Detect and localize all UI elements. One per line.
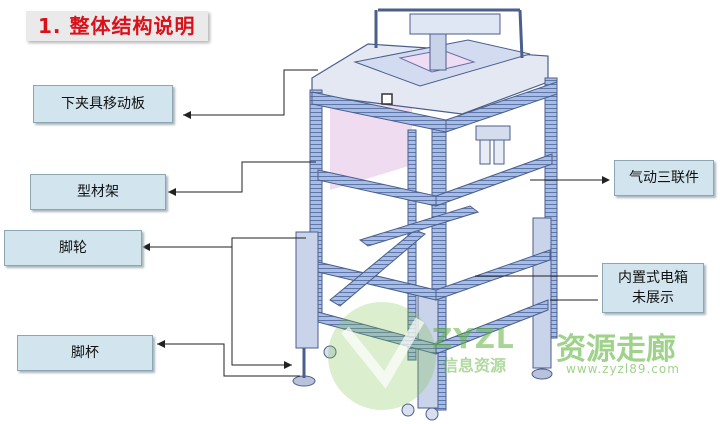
callout-pneumatic-triplet: 气动三联件 (614, 160, 714, 196)
callout-electrical-box: 内置式电箱 未展示 (602, 263, 704, 313)
leader-lines (157, 69, 602, 377)
callout-electrical-box-line2: 未展示 (632, 290, 674, 306)
page-title: 1. 整体结构说明 (26, 11, 208, 41)
watermark-url: www.zyzl89.com (566, 362, 680, 376)
watermark-brand: ZYZL (432, 322, 515, 355)
callout-foot-cup: 脚杯 (17, 335, 153, 371)
watermark-cn-name: 资源走廊 (556, 332, 676, 367)
callout-profile-frame: 型材架 (30, 174, 166, 210)
callout-lower-fixture-plate: 下夹具移动板 (33, 85, 173, 123)
callout-electrical-box-line1: 内置式电箱 (618, 270, 688, 286)
callout-caster: 脚轮 (4, 230, 142, 266)
watermark-subtitle: 信息资源 (442, 356, 507, 375)
watermark-logo-circle (328, 302, 436, 410)
